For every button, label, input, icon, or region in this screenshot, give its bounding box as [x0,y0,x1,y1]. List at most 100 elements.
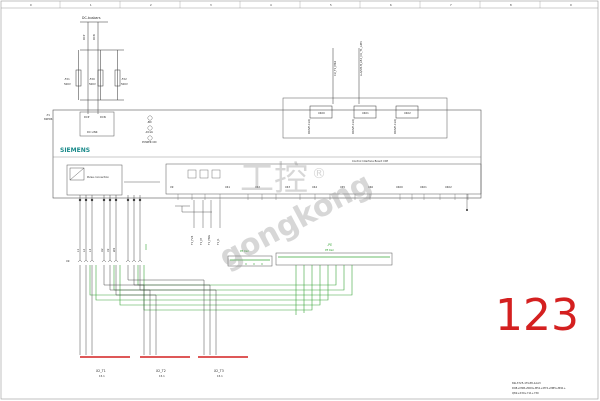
fuse-id: -F22 [121,77,127,81]
module-id: -T1 [46,113,50,117]
module-frame [52,109,482,199]
dc-link-dcp: DCP [84,115,90,119]
output-tag: X2_T1 [96,369,106,373]
fuse-rating: 500V [64,82,71,86]
drive-cliq-port [309,105,333,119]
x2-wire-tag: V2 [106,248,110,252]
status-indicators: -BD -DCLK POWER ON [142,115,156,144]
power-module: -T1 6SE0R DCP DCN DC LINK SIEMENS [44,109,482,199]
drive-cliq-frame [282,97,448,139]
footer-line: D08+M08+M09+M51+M72+M85+M91+ [512,386,566,390]
dc-pos-label: DCP [82,34,86,40]
cib-terminals [177,194,469,200]
control-interface-board: Control Interface Board CIM X9 X41 X42 X… [165,159,482,200]
drive-cliq-port [353,105,377,119]
footer-line: Q82+X30+Y11+Y30 [512,391,539,395]
signal-lines: T1_F24 T1_M T1_HSG T1_R [175,200,221,245]
signal-label: T1_M [199,238,203,245]
connector-tag: X9 [170,185,174,189]
connector-tag: X45 [340,185,345,189]
connector-tag: X401 [420,185,427,189]
ruler-number: 8 [510,3,512,7]
pe-rails: -PE PE Rail PE Rail [227,243,393,267]
watermark: 工控 gongkong ® [213,159,377,275]
dc-busbar: DC-busbars DCP DCN [80,16,124,101]
x2-feed-wires [78,195,142,260]
watermark-cn: 工控 [240,159,308,199]
led-icon [147,115,153,121]
footer-line: 6SL3725-1TG38-1AA3 [512,381,541,385]
ruler-number: 9 [570,3,572,7]
connector-tag: X41 [225,185,230,189]
x2-terminal-strip: X2: L1 L2 L3 U2 V2 W2 [66,247,143,263]
cib-frame [165,163,482,195]
fuse-group: -F21 500V -F20 500V -F22 500V [64,34,128,114]
dc-busbar-label: DC-busbars [82,16,101,20]
ruler-number: 5 [330,3,332,7]
signal-label: T1_F24 [190,235,194,245]
connector-tag: X44 [312,185,317,189]
output-tag: X2_T3 [214,369,224,373]
led-icon [147,135,153,141]
output-tag: X2_T2 [156,369,166,373]
output-sub: 15.1 [217,374,223,378]
connector-tag: X43 [285,185,290,189]
pulse-box [66,164,123,196]
x2-wire-tag: L3 [88,249,92,252]
fuse-f22: -F22 500V [114,50,128,100]
cu-label-1: CU_T1_MR2 [333,60,337,76]
pe-rail-box [275,252,393,266]
port-label: X400 [318,111,325,115]
ruler-number: 2 [150,3,152,7]
fuse-id: -F21 [64,77,70,81]
indicator-label: POWER ON [142,140,156,144]
port-label: X401 [362,111,369,115]
handwritten-note: 123 [495,290,579,341]
indicator-label: -BD [147,120,152,124]
drive-cliq-section: CU_T1_MR2 A-A/SH-H_A52_CU_T1_AM3 X400 X4… [282,41,448,139]
fuse-f21: -F21 500V [64,50,82,100]
output-sub: 15.1 [99,374,105,378]
output-cables [79,265,217,355]
ruler-number: 7 [450,3,452,7]
siemens-logo: SIEMENS [60,147,90,154]
led-icon [147,125,153,131]
ruler-number: 3 [210,3,212,7]
fuse-id: -F20 [89,77,95,81]
ruler-number: 4 [270,3,272,7]
output-terminals: X2_T1 15.1 X2_T2 15.1 X2_T3 15.1 [80,356,248,378]
drive-cliq-port [395,105,419,119]
signal-label: T1_R [216,238,220,245]
pe-rail-name: PE Rail [325,248,334,252]
drive-cliq-label: DRIVE-CLiQ [351,119,355,134]
dc-link-dcn: DCN [100,115,106,119]
fuse-rating: 500V [121,82,128,86]
pulse-connection: Pulse connection [66,164,160,196]
dc-link-label: DC LINK [87,130,98,134]
port-label: X402 [404,111,411,115]
x2-wire-tag: L2 [82,249,86,252]
ruler: 0 1 2 3 4 5 6 7 8 9 [30,1,572,8]
module-subid: 6SE0R [44,117,53,121]
connector-tag: X46 [368,185,373,189]
footer-title-block: 6SL3725-1TG38-1AA3 D08+M08+M09+M51+M72+M… [512,381,566,395]
pe-rail-name: PE Rail [240,249,249,253]
signal-label: T1_HSG [207,235,211,245]
pulse-label: Pulse connection [87,175,109,179]
dc-neg-label: DCN [92,34,96,40]
pe-rail-box [227,255,273,267]
drive-cliq-label: DRIVE-CLiQ [307,119,311,134]
dc-link-box [79,111,115,137]
ruler-number: 0 [30,3,32,7]
connector-tag: X400 [396,185,403,189]
fuse-f20: -F20 500V [89,50,104,100]
output-sub: 15.1 [159,374,165,378]
pe-label: -PE [327,243,332,247]
x2-wire-tag: U2 [100,248,104,252]
indicator-label: -DCLK [145,130,153,134]
drive-cliq-label: DRIVE-CLiQ [393,119,397,134]
ruler-number: 6 [390,3,392,7]
ruler-number: 1 [90,3,92,7]
